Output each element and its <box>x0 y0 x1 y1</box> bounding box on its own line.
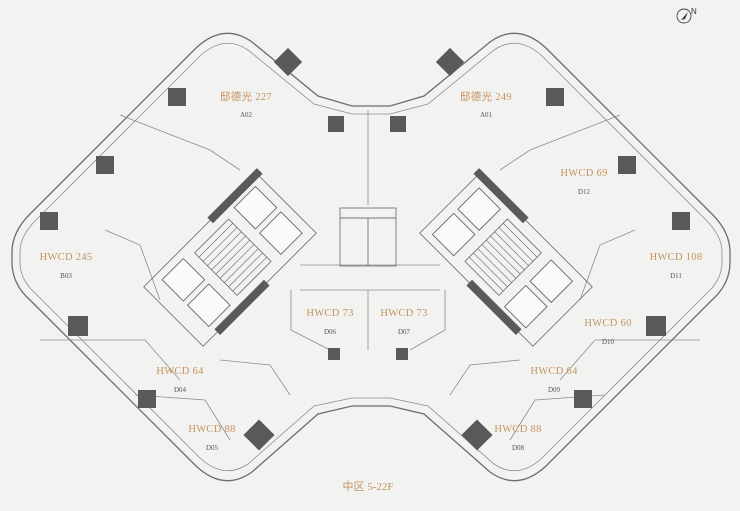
unit-b03-code: B03 <box>60 272 72 280</box>
left-stair <box>194 218 272 296</box>
unit-a01-code: A01 <box>480 111 493 119</box>
building-outline <box>11 32 731 482</box>
unit-d12-name: HWCD 69 <box>560 168 607 179</box>
north-arrow-icon: N <box>676 7 697 24</box>
unit-b03: HWCD 245 B03 <box>40 252 93 280</box>
unit-d06-name: HWCD 73 <box>306 308 353 319</box>
unit-d12: HWCD 69 D12 <box>560 168 607 196</box>
unit-d10-code: D10 <box>602 338 615 346</box>
unit-a02: 邸德光 227 A02 <box>220 90 272 119</box>
unit-d07: HWCD 73 D07 <box>380 308 427 336</box>
unit-d05-name: HWCD 88 <box>188 424 235 435</box>
unit-d08: HWCD 88 D08 <box>494 424 541 452</box>
unit-d04-code: D04 <box>174 386 187 394</box>
unit-d09-code: D09 <box>548 386 561 394</box>
unit-d10-name: HWCD 60 <box>584 318 631 329</box>
unit-d04-name: HWCD 64 <box>156 366 204 377</box>
unit-d07-code: D07 <box>398 328 411 336</box>
unit-d08-name: HWCD 88 <box>494 424 541 435</box>
left-core <box>143 168 317 347</box>
unit-d11: HWCD 108 D11 <box>650 252 703 280</box>
unit-d11-name: HWCD 108 <box>650 252 703 263</box>
unit-d09-name: HWCD 64 <box>530 366 578 377</box>
central-lobby <box>339 207 397 267</box>
unit-d06: HWCD 73 D06 <box>306 308 353 336</box>
unit-d10: HWCD 60 D10 <box>584 318 631 346</box>
unit-a01: 邸德光 249 A01 <box>460 90 512 119</box>
unit-d12-code: D12 <box>578 188 591 196</box>
floor-label: 中区 5-22F <box>342 480 393 493</box>
unit-d05-code: D05 <box>206 444 219 452</box>
unit-b03-name: HWCD 245 <box>40 252 93 263</box>
unit-a02-name: 邸德光 227 <box>220 90 272 103</box>
unit-d09: HWCD 64 D09 <box>530 366 578 394</box>
unit-a01-name: 邸德光 249 <box>460 90 512 103</box>
unit-d07-name: HWCD 73 <box>380 308 427 319</box>
unit-a02-code: A02 <box>240 111 253 119</box>
north-label: N <box>691 7 697 16</box>
right-stair <box>464 218 542 296</box>
structural-columns <box>40 47 690 451</box>
right-core <box>419 168 593 347</box>
unit-d06-code: D06 <box>324 328 337 336</box>
unit-d04: HWCD 64 D04 <box>156 366 204 394</box>
unit-d08-code: D08 <box>512 444 525 452</box>
unit-d11-code: D11 <box>670 272 682 280</box>
unit-labels: 邸德光 227 A02 邸德光 249 A01 HWCD 245 B03 HWC… <box>40 90 703 452</box>
unit-d05: HWCD 88 D05 <box>188 424 235 452</box>
